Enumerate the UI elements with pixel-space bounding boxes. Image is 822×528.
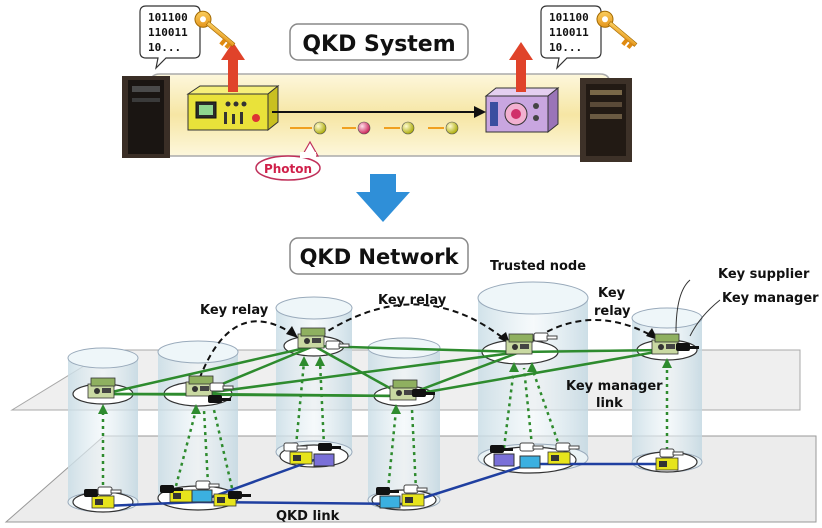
right-rack-image [580,78,632,162]
bits-left-line-2: 110011 [148,26,188,39]
photon-label: Photon [264,162,312,176]
key-output-arrow-right [509,42,533,92]
qkd-network-title-box: QKD Network [289,237,469,275]
trusted-node-cylinders [67,281,703,513]
qkd-link-label: QKD link [276,509,340,524]
qkd-system-title-box: QKD System [289,23,469,61]
key-manager-link-label-b: link [596,396,623,411]
photon-callout: Photon [255,140,321,181]
key-manager-label: Key manager [722,291,819,306]
qkd-network-title: QKD Network [300,245,460,269]
key-relay-label-3b: relay [594,304,631,319]
vertical-key-supply-arrows [101,361,669,492]
qkd-system-panel: Photon 101100 110011 10... 101100 110011… [122,5,638,181]
key-relay-label-2: Key relay [378,293,447,308]
transmitter-device-icon [186,84,280,132]
golden-key-icon-left [194,10,236,50]
key-output-arrow-left [221,42,245,92]
down-arrow-icon [356,174,410,222]
bits-right-line-2: 110011 [549,26,589,39]
key-manager-links [102,344,668,398]
receiver-device-icon [484,86,560,134]
key-relay-label-3a: Key [598,286,626,301]
key-supplier-label: Key supplier [718,267,810,282]
bits-right-line-3: 10... [549,41,582,54]
bits-left-line-1: 101100 [148,11,188,24]
trusted-node-label: Trusted node [490,259,586,274]
bits-right-line-1: 101100 [549,11,589,24]
leader-lines [675,279,721,337]
bits-left-line-3: 10... [148,41,181,54]
key-bits-bubble-left: 101100 110011 10... [139,5,201,70]
key-relay-label-1: Key relay [200,303,269,318]
key-bits-bubble-right: 101100 110011 10... [540,5,602,70]
qkd-device-icons [84,442,684,509]
key-manager-link-label-a: Key manager [566,379,663,394]
golden-key-icon-right [596,10,638,50]
photon-particles [290,121,459,135]
left-rack-image [122,76,170,158]
qkd-system-title: QKD System [302,32,455,57]
qkd-network-panel: Trusted node Key relay Key relay Key rel… [4,237,819,524]
vertical-arrowheads [98,356,672,414]
